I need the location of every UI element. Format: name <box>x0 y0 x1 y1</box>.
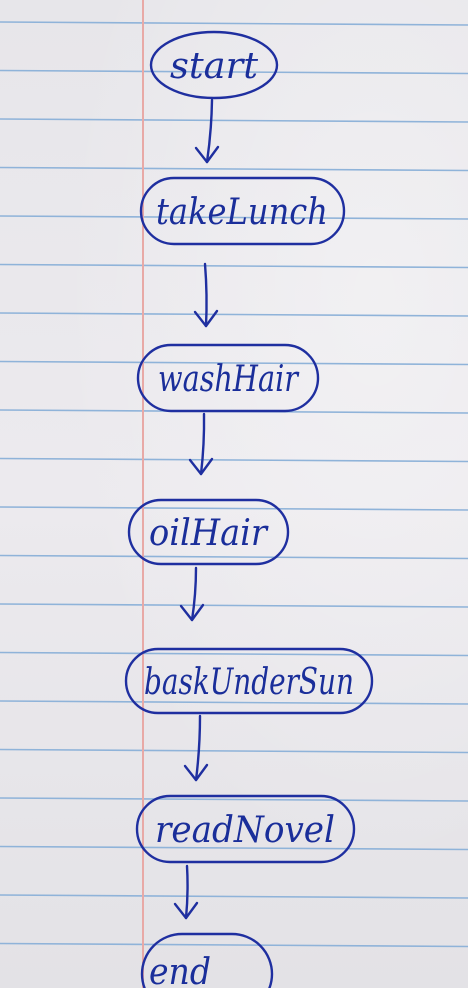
ruled-line <box>0 118 468 123</box>
node-takeLunch-shape <box>139 176 346 246</box>
ruled-line <box>0 215 468 220</box>
node-start-shape <box>149 30 279 100</box>
node-baskUnderSun: baskUnderSun <box>124 647 374 715</box>
ruled-line <box>0 748 468 754</box>
node-readNovel-shape <box>135 794 356 864</box>
node-takeLunch: takeLunch <box>139 176 346 246</box>
edges <box>173 98 220 920</box>
ruled-line <box>0 506 468 511</box>
arrow-baskUnderSun-to-readNovel <box>183 714 209 782</box>
arrow-shaft <box>194 714 202 782</box>
arrow-oilHair-to-baskUnderSun <box>179 566 205 622</box>
node-end: end <box>140 932 274 988</box>
arrow-washHair-to-oilHair <box>188 412 214 476</box>
arrow-shaft <box>205 98 214 164</box>
node-readNovel-label: readNovel <box>155 810 335 851</box>
arrow-head <box>193 309 219 328</box>
ruled-line <box>0 894 468 899</box>
arrow-shaft <box>190 566 198 622</box>
ruled-line <box>0 312 468 317</box>
ruled-line <box>0 651 468 657</box>
node-oilHair-label: oilHair <box>149 513 269 554</box>
ruled-line <box>0 845 468 851</box>
arrow-readNovel-to-end <box>173 864 199 920</box>
arrow-head <box>183 763 209 782</box>
arrow-head <box>173 901 199 920</box>
ruled-line <box>0 797 468 802</box>
node-washHair-shape <box>136 343 320 413</box>
arrow-head <box>188 457 214 476</box>
node-washHair: washHair <box>136 343 320 413</box>
arrow-takeLunch-to-washHair <box>193 262 219 328</box>
ruled-line <box>0 21 468 26</box>
node-oilHair: oilHair <box>127 498 290 566</box>
node-start-label: start <box>170 46 259 87</box>
arrow-shaft <box>199 412 206 476</box>
ruled-line <box>0 360 468 366</box>
arrow-start-to-takeLunch <box>194 98 220 164</box>
ruled-line <box>0 554 468 560</box>
ruled-line <box>0 69 468 75</box>
node-end-label: end <box>149 952 211 988</box>
node-oilHair-shape <box>127 498 290 566</box>
ruled-line <box>0 457 468 463</box>
node-baskUnderSun-shape <box>124 647 374 715</box>
arrow-shaft <box>184 864 189 920</box>
node-washHair-label: washHair <box>158 359 299 400</box>
arrow-head <box>194 145 220 164</box>
ruled-lines <box>0 21 468 948</box>
ruled-line <box>0 166 468 172</box>
node-takeLunch-label: takeLunch <box>156 192 328 233</box>
ruled-line <box>0 603 468 608</box>
arrow-shaft <box>203 262 208 328</box>
arrow-head <box>179 603 205 622</box>
ruled-line <box>0 700 468 705</box>
node-start: start <box>149 30 279 100</box>
node-readNovel: readNovel <box>135 794 356 864</box>
node-end-shape <box>140 932 274 988</box>
node-baskUnderSun-label: baskUnderSun <box>144 662 354 703</box>
ruled-line <box>0 942 468 948</box>
ruled-line <box>0 263 468 269</box>
